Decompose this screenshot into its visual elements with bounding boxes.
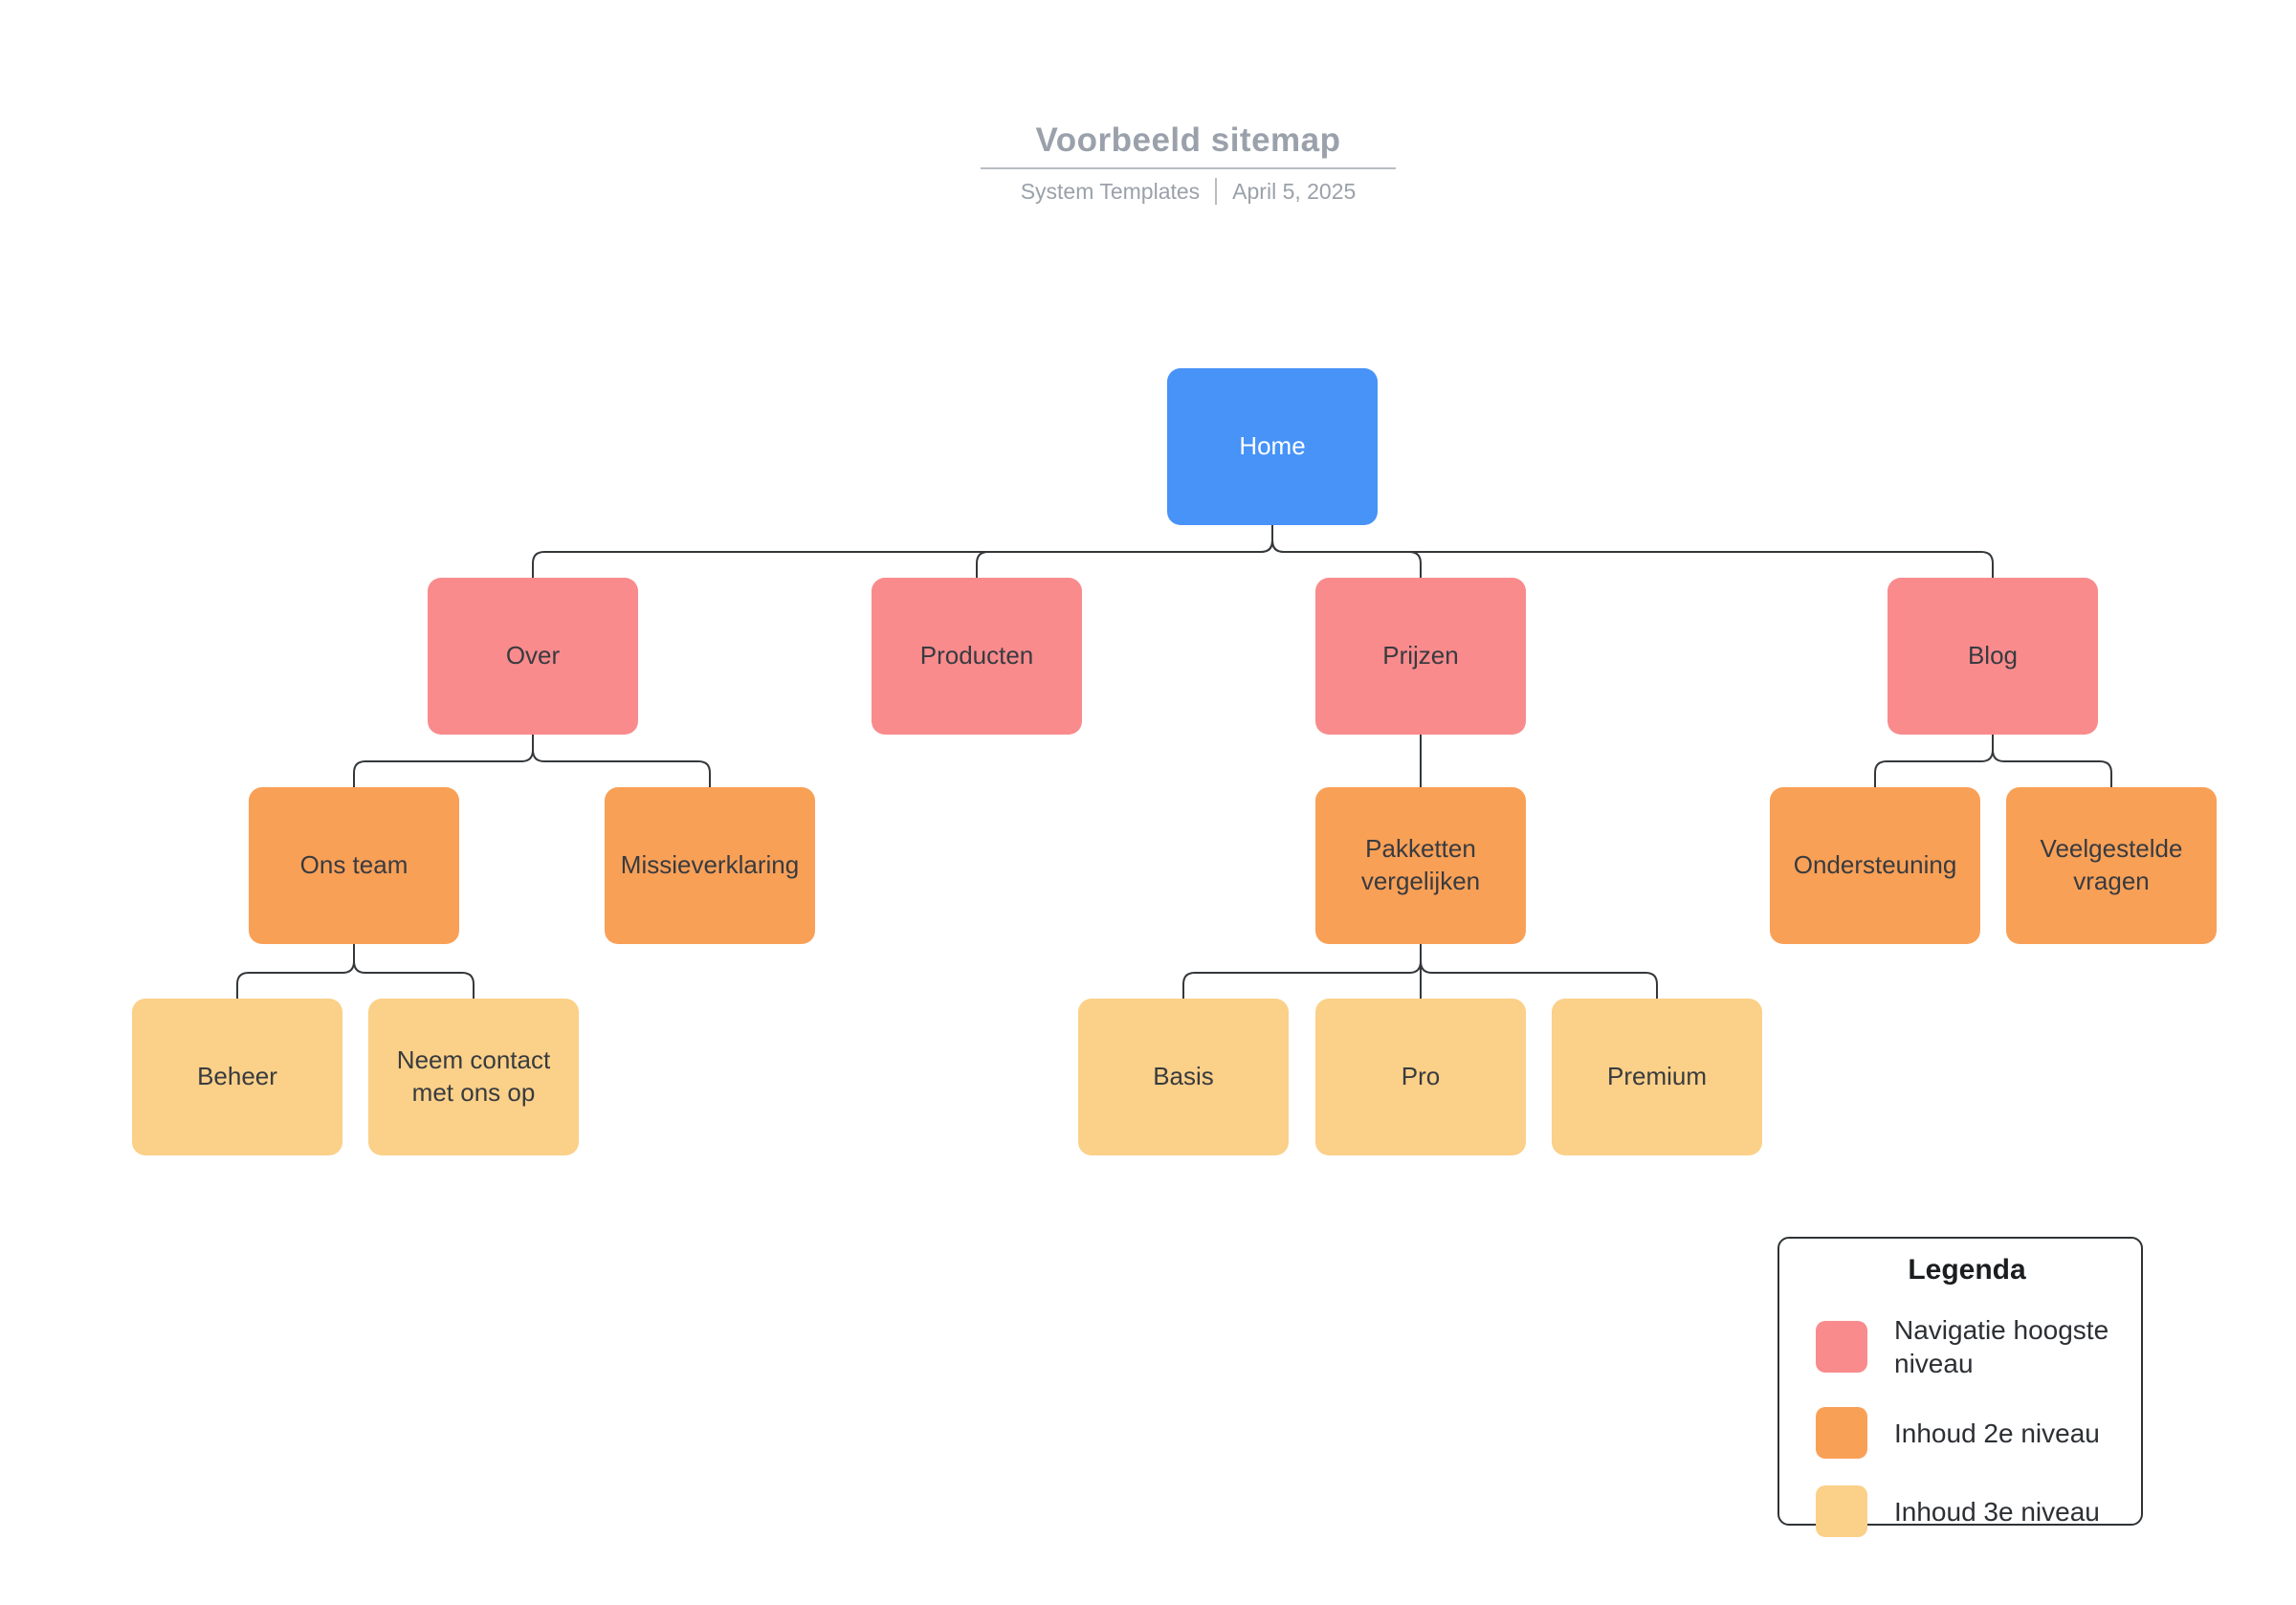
node-label: Ondersteuning (1793, 850, 1957, 880)
node-label: Veelgestelde vragen (2040, 834, 2183, 895)
node-home[interactable]: Home (1167, 368, 1378, 525)
node-label: Over (505, 641, 561, 671)
legend-item: Inhoud 2e niveau (1816, 1407, 2118, 1459)
node-producten[interactable]: Producten (872, 578, 1082, 735)
node-label: Producten (919, 641, 1034, 671)
node-prijzen[interactable]: Prijzen (1315, 578, 1526, 735)
node-premium[interactable]: Premium (1552, 999, 1762, 1155)
node-label: Ons team (299, 850, 408, 880)
diagram-header: Voorbeeld sitemap System Templates April… (981, 121, 1396, 205)
edge-pakketten-premium (1420, 943, 1658, 1000)
node-label: Premium (1606, 1062, 1707, 1091)
node-over[interactable]: Over (428, 578, 638, 735)
node-veelgestelde[interactable]: Veelgestelde vragen (2006, 787, 2217, 944)
subtitle-divider (1215, 178, 1218, 205)
node-label: Prijzen (1382, 641, 1459, 671)
edge-over-missieverklaring (532, 734, 711, 788)
node-neem-contact[interactable]: Neem contact met ons op (368, 999, 579, 1155)
node-label: Blog (1967, 641, 2019, 671)
date-text: April 5, 2025 (1232, 178, 1357, 204)
legend-label: Inhoud 3e niveau (1894, 1496, 2100, 1527)
edge-home-prijzen (1271, 524, 1422, 579)
edge-ons-team-neem-contact (353, 943, 475, 1000)
node-label: Beheer (197, 1062, 277, 1091)
legend-label: Inhoud 2e niveau (1894, 1418, 2100, 1448)
node-label: Missieverklaring (620, 850, 800, 880)
legend-title: Legenda (1908, 1254, 2026, 1286)
diagram-subtitle: System Templates April 5, 2025 (981, 178, 1396, 205)
node-basis[interactable]: Basis (1078, 999, 1289, 1155)
legend-swatch (1816, 1321, 1867, 1373)
edge-blog-ondersteuning (1874, 734, 1994, 788)
node-blog[interactable]: Blog (1888, 578, 2098, 735)
node-label: Basis (1153, 1062, 1214, 1091)
node-ons-team[interactable]: Ons team (249, 787, 459, 944)
byline-text: System Templates (1020, 178, 1201, 204)
diagram-title: Voorbeeld sitemap (1035, 121, 1341, 159)
node-label: Pakketten vergelijken (1360, 834, 1481, 895)
node-ondersteuning[interactable]: Ondersteuning (1770, 787, 1980, 944)
edge-home-producten (976, 524, 1273, 579)
legend-item: Inhoud 3e niveau (1816, 1485, 2118, 1537)
edge-blog-veelgestelde (1992, 734, 2112, 788)
node-label: Neem contact met ons op (396, 1045, 551, 1107)
node-missieverklaring[interactable]: Missieverklaring (605, 787, 815, 944)
legend-label: Navigatie hoogste niveau (1894, 1315, 2109, 1378)
title-underline (981, 167, 1396, 169)
edge-home-over (532, 524, 1273, 579)
node-label: Pro (1401, 1062, 1441, 1091)
node-pro[interactable]: Pro (1315, 999, 1526, 1155)
legend-swatch (1816, 1485, 1867, 1537)
edge-ons-team-beheer (236, 943, 355, 1000)
edge-home-blog (1271, 524, 1994, 579)
legend-swatch (1816, 1407, 1867, 1459)
node-beheer[interactable]: Beheer (132, 999, 342, 1155)
edge-over-ons-team (353, 734, 534, 788)
node-pakketten[interactable]: Pakketten vergelijken (1315, 787, 1526, 944)
node-label: Home (1239, 431, 1306, 461)
edge-pakketten-basis (1182, 943, 1422, 1000)
legend-item: Navigatie hoogste niveau (1816, 1313, 2118, 1380)
